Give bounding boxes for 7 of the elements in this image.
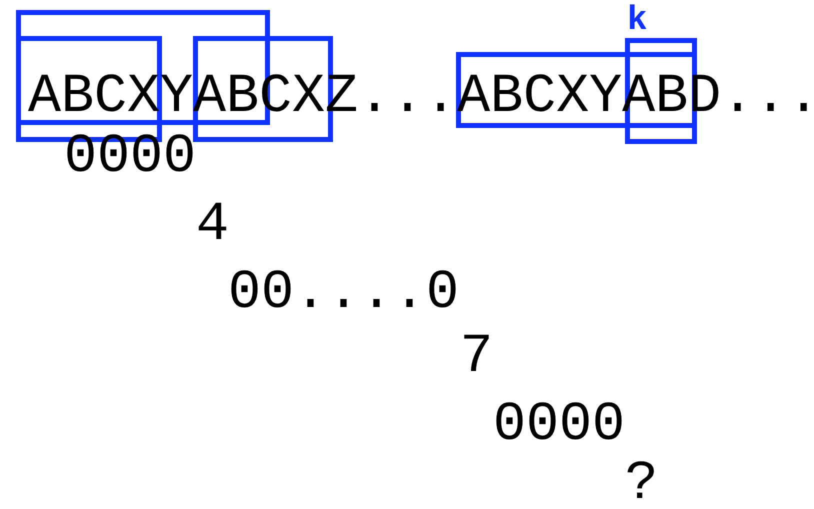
sequence-text: 0000 (493, 403, 626, 447)
sequence-text: 00....0 (228, 271, 460, 315)
sequence-text: 0000 (64, 135, 196, 179)
sequence-text: 7 (460, 335, 494, 379)
sequence-text: 4 (196, 203, 230, 247)
sequence-text: ? (625, 462, 658, 506)
frame-label: k (627, 6, 648, 36)
